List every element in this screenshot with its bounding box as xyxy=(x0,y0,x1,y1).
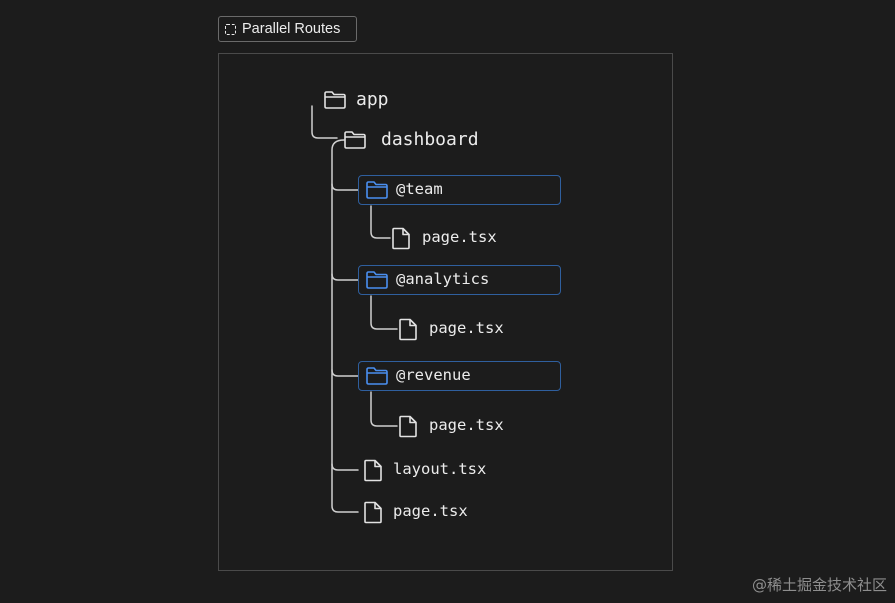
file-icon xyxy=(364,501,382,524)
file-icon xyxy=(399,415,417,438)
dashed-square-icon xyxy=(225,23,236,35)
slot-analytics-label: @analytics xyxy=(396,270,490,288)
folder-icon xyxy=(366,367,388,385)
folder-icon xyxy=(366,181,388,199)
file-icon xyxy=(399,318,417,341)
folder-dashboard-label: dashboard xyxy=(381,129,479,150)
slot-team[interactable] xyxy=(358,175,561,205)
folder-icon xyxy=(366,271,388,289)
slot-revenue[interactable] xyxy=(358,361,561,391)
file-revenue-page-label: page.tsx xyxy=(429,416,504,434)
slot-revenue-label: @revenue xyxy=(396,366,471,384)
file-analytics-page-label: page.tsx xyxy=(429,319,504,337)
folder-icon xyxy=(344,131,366,149)
file-team-page-label: page.tsx xyxy=(422,228,497,246)
watermark: @稀土掘金技术社区 xyxy=(751,576,887,594)
tab-parallel-routes[interactable]: Parallel Routes xyxy=(218,16,357,42)
slot-team-label: @team xyxy=(396,180,443,198)
slot-analytics[interactable] xyxy=(358,265,561,295)
file-icon xyxy=(392,227,410,250)
tab-label: Parallel Routes xyxy=(242,21,341,37)
folder-app-label: app xyxy=(356,89,389,110)
folder-icon xyxy=(324,91,346,109)
file-layout-label: layout.tsx xyxy=(393,460,487,478)
file-icon xyxy=(364,459,382,482)
file-tree-panel xyxy=(218,53,673,571)
file-page-label: page.tsx xyxy=(393,502,468,520)
